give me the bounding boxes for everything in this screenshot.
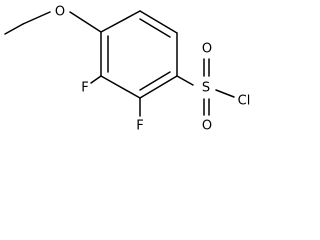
chemical-structure: O F F S O O Cl xyxy=(4,5,251,134)
sulfonyl-oxygen-top-label: O xyxy=(202,42,212,57)
ethyl-bond-terminal xyxy=(4,23,24,35)
sulfonyl-oxygen-bottom-label: O xyxy=(202,119,212,134)
chlorine-label: Cl xyxy=(238,94,251,109)
ring-double-bond-c5-c6 xyxy=(139,18,171,38)
ether-oxygen-label: O xyxy=(55,5,65,20)
ring-bond-c2-c3 xyxy=(100,75,141,99)
fluorine-2-label: F xyxy=(136,119,143,134)
ether-bond-ring xyxy=(69,11,102,33)
ethyl-bond-oxygen xyxy=(22,11,51,25)
ring-double-bond-c1-c2 xyxy=(139,71,171,91)
ring-bond-c1-c2 xyxy=(139,75,178,99)
bond-sulfur-chlorine xyxy=(215,89,235,98)
bond-c3-fluorine xyxy=(90,75,102,84)
sulfur-label: S xyxy=(202,81,210,96)
bond-c1-sulfur xyxy=(176,75,194,86)
ring-bond-c5-c6 xyxy=(139,10,178,34)
ring-bond-c4-c5 xyxy=(100,10,141,33)
fluorine-3-label: F xyxy=(81,81,88,96)
